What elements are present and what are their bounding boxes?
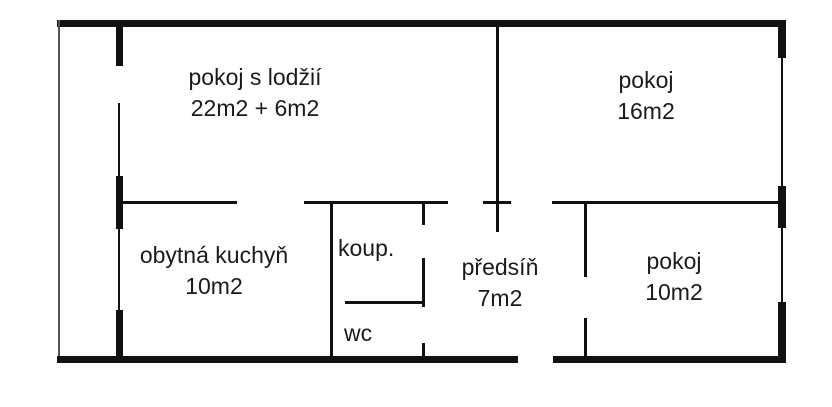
right-window-room16-line: [781, 58, 783, 186]
right-exterior-wall-bottom: [778, 302, 786, 363]
room-label-hallway: předsíň 7m2: [425, 252, 575, 314]
bottom-exterior-wall-left: [57, 356, 518, 363]
left-wall-top-segment: [116, 20, 123, 66]
bath-wc-divider: [345, 301, 425, 304]
room-name: obytná kuchyň: [139, 242, 289, 268]
bottom-exterior-wall-right: [553, 356, 786, 363]
mid-horizontal-wall-right: [552, 201, 780, 204]
hall-room10-partition-bottom: [584, 318, 587, 356]
mid-horizontal-wall-bath: [304, 201, 448, 204]
room-name: wc: [344, 320, 373, 346]
room-label-room10: pokoj 10m2: [599, 246, 749, 308]
room-area: 10m2: [645, 279, 703, 305]
room-name: pokoj s lodžií: [188, 64, 322, 90]
living-room16-partition: [496, 22, 499, 232]
right-window-room10-line: [781, 228, 783, 302]
room-label-kitchen: obytná kuchyň 10m2: [104, 240, 324, 302]
room-name: koup.: [338, 235, 395, 261]
right-exterior-wall-top: [778, 20, 786, 58]
hall-room10-partition-top: [584, 201, 587, 277]
left-wall-mid-segment: [116, 176, 123, 229]
room-name: pokoj: [618, 67, 674, 93]
bath-hall-partition-bottom: [422, 343, 425, 356]
room-label-living-loggia: pokoj s lodžií 22m2 + 6m2: [130, 62, 380, 124]
kitchen-bath-partition: [330, 201, 333, 356]
room-area: 22m2 + 6m2: [190, 95, 320, 121]
mid-horizontal-wall-kitchen: [121, 201, 237, 204]
bath-hall-partition-top: [422, 201, 425, 225]
room-name: pokoj: [646, 248, 702, 274]
right-exterior-wall-mid: [778, 186, 786, 228]
room-area: 7m2: [477, 285, 523, 311]
room-area: 16m2: [617, 98, 675, 124]
loggia-outer-edge-line: [58, 20, 60, 363]
room-label-wc: wc: [344, 318, 372, 349]
bath-hall-partition-mid: [422, 258, 425, 307]
room-name: předsíň: [461, 254, 539, 280]
left-wall-bottom-segment: [116, 310, 123, 356]
top-exterior-wall: [57, 20, 786, 27]
left-window-upper-line: [118, 103, 120, 176]
room-label-bathroom: koup.: [338, 233, 394, 264]
room-label-room16: pokoj 16m2: [571, 65, 721, 127]
room-area: 10m2: [185, 273, 243, 299]
left-window-lower-line: [118, 229, 120, 310]
